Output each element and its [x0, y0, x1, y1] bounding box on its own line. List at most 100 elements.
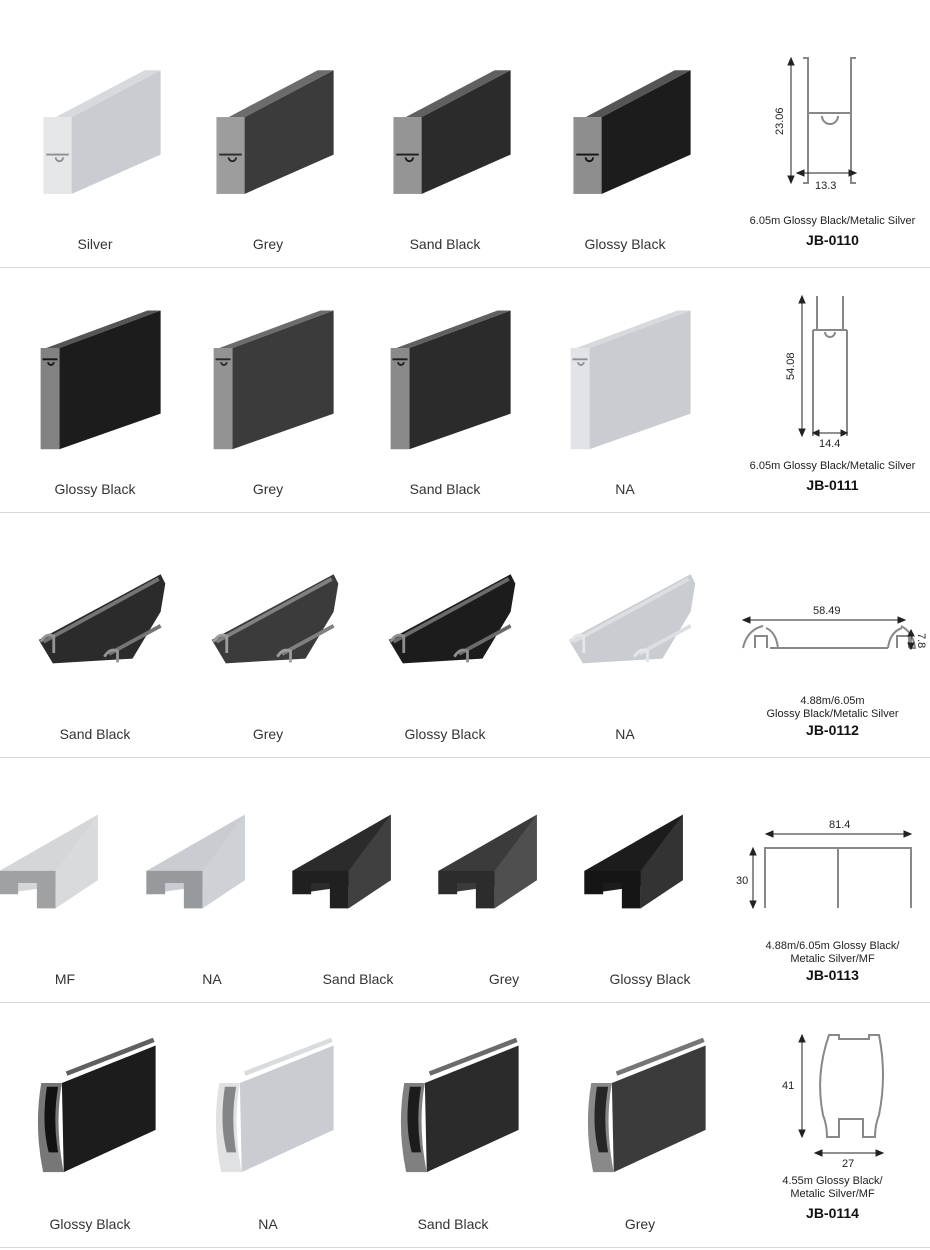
- product-card: MF: [0, 793, 140, 993]
- product-card: Sand Black: [370, 303, 520, 503]
- product-row-jb-0114: Glossy Black NA Sand Black Grey: [0, 1003, 930, 1248]
- width-dimension: 27: [842, 1158, 854, 1170]
- product-code: JB-0114: [806, 1205, 859, 1221]
- product-card: Grey: [193, 58, 343, 258]
- extrusion-profile-image: [146, 814, 245, 909]
- product-card: Sand Black: [370, 58, 520, 258]
- spec-panel: 81.4 30 4.88m/6.05m Glossy Black/Metalic…: [735, 758, 930, 1003]
- product-card: NA: [550, 303, 700, 503]
- product-card: Sand Black: [378, 1038, 528, 1238]
- product-card: Grey: [193, 303, 343, 503]
- technical-drawing: 41 27: [782, 1033, 885, 1170]
- product-card: Glossy Black: [15, 1038, 165, 1238]
- finish-label: Grey: [488, 971, 520, 987]
- profile-image: [137, 793, 287, 943]
- spec-text: 4.55m Glossy Black/Metalic Silver/MF: [735, 1175, 930, 1201]
- product-row-jb-0112: Sand Black Grey Glossy Black NA 58.49: [0, 513, 930, 758]
- profile-image: [193, 303, 343, 453]
- finish-label: Sand Black: [409, 236, 481, 252]
- extrusion-profile-image: [0, 814, 98, 909]
- profile-image: [429, 793, 579, 943]
- finish-label: Sand Black: [59, 726, 131, 742]
- product-card: NA: [550, 548, 700, 748]
- finish-label: NA: [258, 1216, 278, 1232]
- row-divider: [0, 757, 930, 758]
- profile-image: [370, 548, 520, 698]
- technical-drawing: 54.08 14.4: [785, 294, 849, 450]
- profile-image: [20, 548, 170, 698]
- extrusion-profile-image: [568, 574, 696, 664]
- product-card: Sand Black: [20, 548, 170, 748]
- product-card: Silver: [20, 58, 170, 258]
- extrusion-profile-image: [38, 574, 166, 664]
- product-code: JB-0111: [806, 477, 859, 493]
- profile-image: [370, 58, 520, 208]
- finish-label: NA: [202, 971, 222, 987]
- extrusion-profile-image: [438, 814, 537, 909]
- finish-label: Glossy Black: [49, 1216, 131, 1232]
- product-card: Grey: [565, 1038, 715, 1238]
- profile-image: [575, 793, 725, 943]
- extrusion-profile-image: [587, 1038, 706, 1173]
- finish-label: Silver: [77, 236, 113, 252]
- product-card: NA: [137, 793, 287, 993]
- product-card: Glossy Black: [370, 548, 520, 748]
- profile-image: [550, 548, 700, 698]
- extrusion-profile-image: [388, 574, 516, 664]
- width-dimension: 81.4: [829, 819, 850, 831]
- spec-panel: 23.06 13.3 6.05m Glossy Black/Metalic Si…: [735, 23, 930, 268]
- technical-drawing: 81.4 30: [736, 819, 913, 910]
- finish-label: Grey: [624, 1216, 656, 1232]
- width-dimension: 13.3: [815, 180, 836, 192]
- row-divider: [0, 267, 930, 268]
- extrusion-profile-image: [216, 70, 334, 194]
- product-card: Glossy Black: [550, 58, 700, 258]
- extrusion-profile-image: [211, 574, 339, 664]
- spec-line: 4.88m/6.05m Glossy Black/: [765, 940, 900, 952]
- spec-text: 6.05m Glossy Black/Metalic Silver: [735, 460, 930, 473]
- height-dimension: 54.08: [785, 352, 797, 380]
- product-code: JB-0112: [806, 722, 859, 738]
- finish-label: Grey: [252, 236, 284, 252]
- product-card: Grey: [193, 548, 343, 748]
- profile-image: [283, 793, 433, 943]
- profile-image: [20, 303, 170, 453]
- profile-image: [550, 58, 700, 208]
- product-card: Grey: [429, 793, 579, 993]
- extrusion-profile-image: [43, 70, 161, 194]
- profile-image: [193, 58, 343, 208]
- extrusion-profile-image: [584, 814, 683, 909]
- finish-label: Glossy Black: [609, 971, 691, 987]
- extrusion-profile-image: [213, 310, 334, 450]
- finish-label: Grey: [252, 726, 284, 742]
- finish-label: Sand Black: [417, 1216, 489, 1232]
- spec-line: Glossy Black/Metalic Silver: [766, 708, 899, 720]
- finish-label: NA: [615, 481, 635, 497]
- profile-image: [550, 303, 700, 453]
- profile-image: [378, 1038, 528, 1188]
- product-card: Glossy Black: [20, 303, 170, 503]
- extrusion-profile-image: [215, 1038, 334, 1173]
- finish-label: NA: [615, 726, 635, 742]
- profile-image: [15, 1038, 165, 1188]
- product-card: Glossy Black: [575, 793, 725, 993]
- height-dimension: 30: [736, 875, 748, 887]
- extrusion-profile-image: [40, 310, 161, 450]
- spec-line: 4.88m/6.05m: [800, 695, 865, 707]
- product-row-jb-0111: Glossy Black Grey Sand Black NA: [0, 268, 930, 513]
- spec-panel: 41 27 4.55m Glossy Black/Metalic Silver/…: [735, 1003, 930, 1248]
- profile-image: [0, 793, 140, 943]
- profile-image: [193, 548, 343, 698]
- finish-label: Sand Black: [322, 971, 394, 987]
- spec-text: 4.88m/6.05m Glossy Black/Metalic Silver/…: [735, 940, 930, 966]
- extrusion-profile-image: [390, 310, 511, 450]
- spec-line: 6.05m Glossy Black/Metalic Silver: [749, 460, 916, 472]
- row-divider: [0, 1002, 930, 1003]
- profile-image: [565, 1038, 715, 1188]
- spec-panel: 54.08 14.4 6.05m Glossy Black/Metalic Si…: [735, 268, 930, 513]
- product-card: Sand Black: [283, 793, 433, 993]
- height-dimension: 41: [782, 1080, 794, 1092]
- width-dimension: 14.4: [819, 438, 840, 450]
